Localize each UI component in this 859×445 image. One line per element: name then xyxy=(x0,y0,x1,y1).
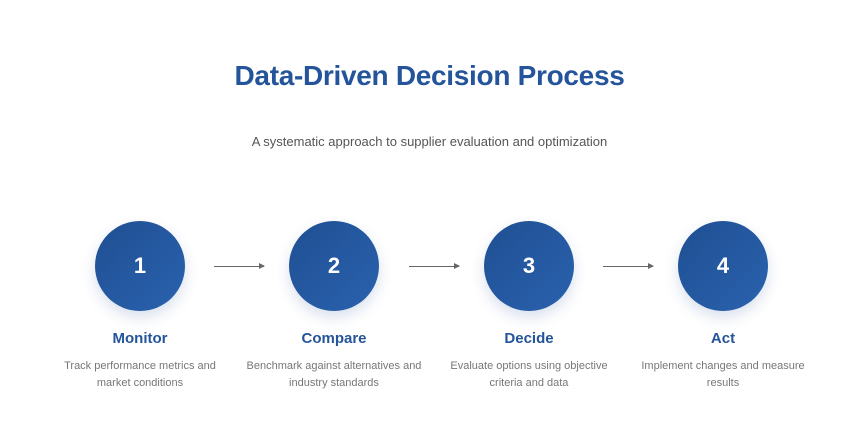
step-number-circle: 4 xyxy=(678,221,768,311)
step-compare: 2 Compare Benchmark against alternatives… xyxy=(239,221,429,392)
step-decide: 3 Decide Evaluate options using objectiv… xyxy=(434,221,624,392)
page-title: Data-Driven Decision Process xyxy=(234,60,625,91)
step-description: Evaluate options using objective criteri… xyxy=(450,360,608,389)
step-act: 4 Act Implement changes and measure resu… xyxy=(628,221,818,392)
step-monitor: 1 Monitor Track performance metrics and … xyxy=(45,221,235,392)
arrow-right-icon xyxy=(603,263,654,269)
step-label: Monitor xyxy=(112,330,168,347)
arrow-right-icon xyxy=(214,263,265,269)
step-label: Compare xyxy=(301,330,367,347)
step-description: Implement changes and measure results xyxy=(641,360,805,389)
step-number-circle: 2 xyxy=(289,221,379,311)
page-subtitle: A systematic approach to supplier evalua… xyxy=(251,134,608,149)
step-number-circle: 3 xyxy=(484,221,574,311)
step-description: Benchmark against alternatives and indus… xyxy=(246,360,422,389)
arrow-right-icon xyxy=(409,263,460,269)
step-number-circle: 1 xyxy=(95,221,185,311)
step-label: Act xyxy=(710,330,736,347)
step-description: Track performance metrics and market con… xyxy=(64,360,216,389)
step-label: Decide xyxy=(504,330,554,347)
